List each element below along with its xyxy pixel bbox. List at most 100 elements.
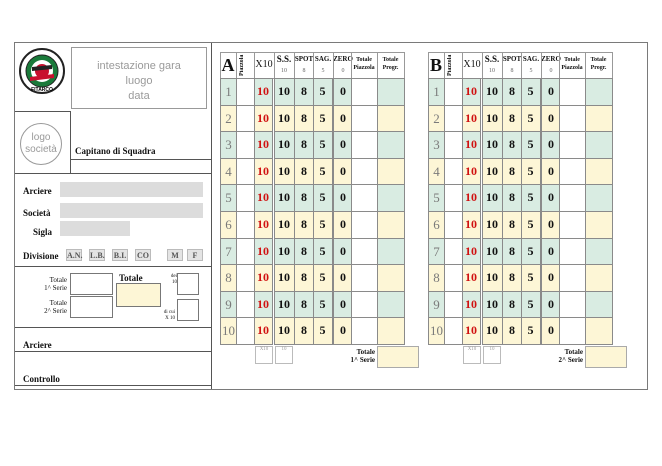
total-piazzola-cell[interactable]: [559, 131, 586, 159]
total-piazzola-cell[interactable]: [559, 264, 586, 292]
total-progr-cell[interactable]: [377, 237, 405, 266]
total-progr-cell[interactable]: [585, 78, 613, 106]
total-progr-cell[interactable]: [585, 317, 613, 345]
total-piazzola-cell[interactable]: [559, 211, 586, 239]
ss-value: 10: [278, 217, 290, 231]
ss-value: 10: [486, 190, 498, 205]
total-series2-box[interactable]: [70, 296, 113, 318]
total-progr-cell[interactable]: [585, 131, 613, 159]
sag-value: 5: [527, 163, 534, 178]
grand-total-box[interactable]: [116, 283, 161, 307]
footer-ten-box[interactable]: [483, 346, 501, 364]
footer-x10-box[interactable]: [255, 346, 273, 364]
total-piazzola-cell[interactable]: [351, 157, 378, 186]
total-progr-cell[interactable]: [377, 78, 405, 106]
division-option[interactable]: CO: [135, 249, 151, 261]
piazzola-cell[interactable]: [444, 104, 463, 133]
total-piazzola-cell[interactable]: [559, 237, 586, 266]
footer-ten-box[interactable]: [275, 346, 293, 364]
total-progr-cell[interactable]: [585, 157, 613, 186]
total-progr-cell[interactable]: [377, 157, 405, 186]
total-progr-cell[interactable]: [585, 264, 613, 292]
piazzola-cell[interactable]: [236, 157, 255, 186]
piazzola-cell[interactable]: [444, 237, 463, 266]
score-cell[interactable]: [254, 317, 273, 345]
piazzola-cell[interactable]: [444, 184, 463, 212]
total-progr-cell[interactable]: [585, 211, 613, 239]
division-option[interactable]: L.B.: [89, 249, 105, 261]
series-total-box[interactable]: [377, 346, 419, 368]
total-piazzola-cell[interactable]: [351, 184, 378, 212]
series-total-label: Totale: [356, 348, 375, 356]
piazzola-cell[interactable]: [236, 290, 255, 319]
gender-option[interactable]: F: [187, 249, 203, 261]
total-piazzola-cell[interactable]: [351, 78, 378, 106]
piazzola-cell[interactable]: [236, 317, 255, 345]
total-piazzola-cell[interactable]: [351, 104, 378, 133]
piazzola-cell[interactable]: [444, 264, 463, 292]
total-progr-cell[interactable]: [377, 184, 405, 212]
competition-header-box[interactable]: intestazione gara luogo data: [71, 47, 207, 109]
total-piazzola-cell[interactable]: [351, 264, 378, 292]
total-piazzola-cell[interactable]: [351, 237, 378, 266]
total-progr-cell[interactable]: [585, 184, 613, 212]
piazzola-cell[interactable]: [444, 317, 463, 345]
piazzola-cell[interactable]: [236, 104, 255, 133]
total-piazzola-cell[interactable]: [351, 290, 378, 319]
piazzola-cell[interactable]: [444, 211, 463, 239]
piazzola-cell[interactable]: [236, 211, 255, 239]
total-progr-cell[interactable]: [377, 264, 405, 292]
total-progr-cell[interactable]: [585, 237, 613, 266]
zero-value: 0: [548, 296, 554, 311]
total-piazzola-cell[interactable]: [559, 157, 586, 186]
total-piazzola-cell[interactable]: [351, 317, 378, 345]
piazzola-cell[interactable]: [444, 78, 463, 106]
gender-option[interactable]: M: [167, 249, 183, 261]
piazzola-cell[interactable]: [236, 264, 255, 292]
piazzola-cell[interactable]: [444, 131, 463, 159]
total-progr-cell[interactable]: [585, 104, 613, 133]
spot-value: 8: [301, 243, 307, 258]
total-progr-cell[interactable]: [377, 211, 405, 239]
total-piazzola-cell[interactable]: [559, 78, 586, 106]
header-cell: [351, 52, 378, 79]
ss-value: 10: [486, 217, 498, 231]
tens-count-box[interactable]: [177, 273, 199, 295]
sag-value: 5: [319, 270, 326, 285]
code-field[interactable]: [60, 221, 130, 236]
society-field[interactable]: [60, 203, 203, 218]
piazzola-cell[interactable]: [444, 290, 463, 319]
total-piazzola-cell[interactable]: [559, 317, 586, 345]
series-total-box[interactable]: [585, 346, 627, 368]
division-option[interactable]: A.N.: [66, 249, 83, 261]
header-cell: [502, 52, 522, 79]
total-progr-cell[interactable]: [377, 317, 405, 345]
score-cell[interactable]: [521, 317, 541, 345]
footer-x10-box[interactable]: [463, 346, 481, 364]
total-progr-cell[interactable]: [377, 131, 405, 159]
header-place: luogo: [125, 75, 153, 87]
total-series1-box[interactable]: [70, 273, 113, 295]
total-piazzola-cell[interactable]: [559, 104, 586, 133]
x10-count-box[interactable]: [177, 299, 199, 321]
piazzola-cell[interactable]: [236, 184, 255, 212]
header-cell: [333, 52, 352, 79]
total-progr-cell[interactable]: [377, 104, 405, 133]
archer-name-field[interactable]: [60, 182, 203, 197]
piazzola-cell[interactable]: [236, 78, 255, 106]
total-piazzola-cell[interactable]: [559, 184, 586, 212]
piazzola-cell[interactable]: [236, 131, 255, 159]
piazzola-cell[interactable]: [444, 157, 463, 186]
total-piazzola-cell[interactable]: [559, 290, 586, 319]
total-piazzola-cell[interactable]: [351, 131, 378, 159]
score-cell[interactable]: [462, 317, 481, 345]
piazzola-cell[interactable]: [236, 237, 255, 266]
total-piazzola-cell[interactable]: [351, 211, 378, 239]
division-option[interactable]: B.I.: [112, 249, 128, 261]
header-cell: [313, 52, 334, 79]
divider: [15, 173, 211, 174]
total-progr-cell[interactable]: [377, 290, 405, 319]
total-progr-cell[interactable]: [585, 290, 613, 319]
society-logo-placeholder[interactable]: logo società: [20, 123, 62, 165]
score-cell[interactable]: [313, 317, 333, 345]
